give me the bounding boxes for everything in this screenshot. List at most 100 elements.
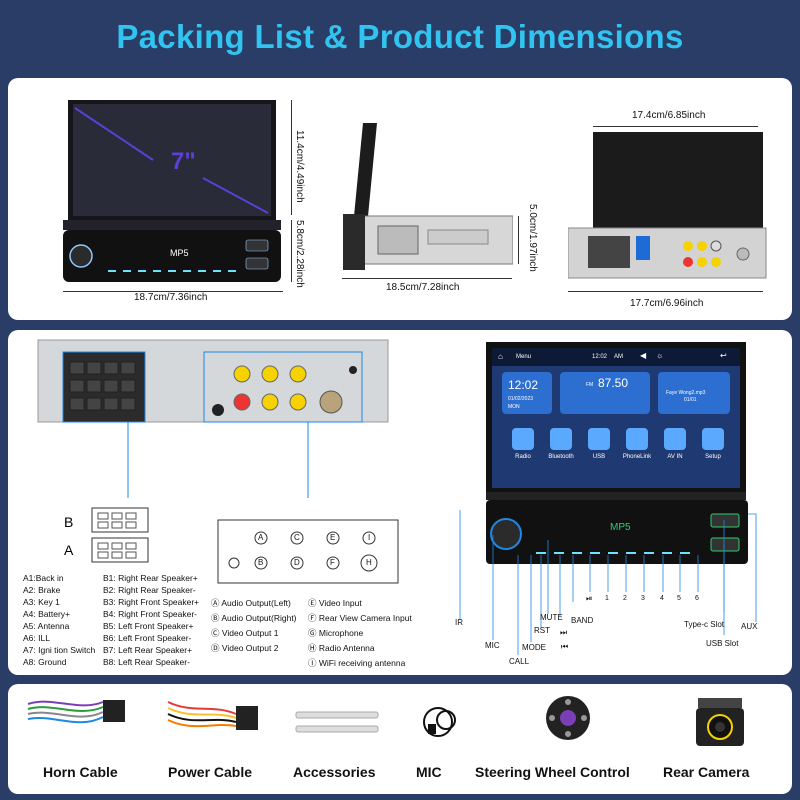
back-icon[interactable]: ↩ <box>720 351 727 360</box>
app-bluetooth[interactable]: Bluetooth <box>548 454 574 460</box>
front-body-line <box>291 220 292 282</box>
play-pause-icon[interactable]: ⏯ <box>586 594 593 603</box>
callout-band: BAND <box>571 616 594 625</box>
pin-b8: B8: Left Rear Speaker- <box>103 657 190 667</box>
pin-b7: B7: Left Rear Speaker+ <box>103 645 193 655</box>
mounting-keys-icon <box>295 711 379 733</box>
legend-f: Ⓕ Rear View Camera Input <box>308 613 412 623</box>
app-av-in[interactable]: AV IN <box>667 454 683 460</box>
pin-b3: B3: Right Front Speaker+ <box>103 597 200 607</box>
track-display: 01/01 <box>684 397 697 403</box>
port-symbol-c: C <box>294 533 300 542</box>
callout-mute: MUTE <box>540 613 563 622</box>
pins-b-list: B1: Right Rear Speaker+ B2: Right Rear S… <box>103 572 199 668</box>
port-symbol-b: B <box>258 558 264 567</box>
app-phonelink[interactable]: PhoneLink <box>622 454 652 460</box>
side-height: 5.0cm/1.97inch <box>527 204 538 272</box>
app-radio[interactable]: Radio <box>515 454 531 460</box>
power-cable-icon <box>167 701 258 730</box>
brightness-icon[interactable]: ☼ <box>656 351 664 360</box>
front-height-line <box>291 100 292 215</box>
menu-label[interactable]: Menu <box>516 354 532 360</box>
callout-rst: RST <box>534 626 550 635</box>
frequency-display: 87.50 <box>598 376 629 390</box>
port-symbol-e: E <box>330 533 336 542</box>
port-symbol-i: I <box>368 533 371 542</box>
callout-ir: IR <box>455 618 463 627</box>
pin-b1: B1: Right Rear Speaker+ <box>103 573 198 583</box>
legend-g: Ⓖ Microphone <box>308 628 364 638</box>
port-symbol-d: D <box>294 558 300 567</box>
clock-display: 12:02 <box>508 378 539 392</box>
volume-icon[interactable]: ◀ <box>640 351 647 360</box>
legend-i: Ⓘ WiFi receiving antenna <box>308 658 406 668</box>
dimensions-panel: 7" MP5 11.4cm/4.49inch 5.8cm/2.28inch 18… <box>8 78 792 320</box>
side-depth: 18.5cm/7.28inch <box>386 282 460 293</box>
port-legend-left: Ⓐ Audio Output(Left) Ⓑ Audio Output(Righ… <box>211 596 297 656</box>
back-bottom-width: 17.7cm/6.96inch <box>630 298 704 309</box>
next-track-icon[interactable]: ⏭ <box>560 628 568 637</box>
legend-b: Ⓑ Audio Output(Right) <box>211 613 297 623</box>
unit-label: MP5 <box>170 248 189 258</box>
microphone-icon <box>423 707 456 737</box>
callout-num-6: 6 <box>695 595 699 602</box>
pin-a2: A2: Brake <box>23 585 61 595</box>
front-height-screen: 11.4cm/4.49inch <box>294 130 305 203</box>
front-height-body: 5.8cm/2.28inch <box>294 220 305 288</box>
accessory-horn-cable: Horn Cable <box>43 764 118 780</box>
accessory-rear-camera: Rear Camera <box>663 764 750 780</box>
song-display: Faye Wong2.mp3 <box>666 390 706 396</box>
horn-cable-icon <box>27 700 125 724</box>
callout-num-2: 2 <box>623 595 627 602</box>
legend-c: Ⓒ Video Output 1 <box>211 628 279 638</box>
legend-d: Ⓓ Video Output 2 <box>211 643 279 653</box>
callout-num-3: 3 <box>641 595 645 602</box>
accessory-steering-wheel-control: Steering Wheel Control <box>475 764 630 780</box>
status-time: 12:02 <box>592 354 608 360</box>
pin-a1: A1:Back in <box>23 573 64 583</box>
app-usb[interactable]: USB <box>592 454 606 460</box>
pins-a-list: A1:Back in A2: Brake A3: Key 1 A4: Batte… <box>23 572 95 668</box>
band-display: FM <box>586 382 594 388</box>
callout-num-5: 5 <box>677 595 681 602</box>
back-view <box>567 130 768 280</box>
port-symbol-h: H <box>366 558 372 567</box>
wiring-drawing <box>37 339 757 655</box>
faceplate-unit-label: MP5 <box>610 522 631 533</box>
side-view-drawing <box>343 123 514 270</box>
connector-row-a: A <box>64 542 74 558</box>
pin-a7: A7: Igni tion Switch <box>23 645 96 655</box>
side-height-line <box>518 216 519 264</box>
side-depth-line <box>342 278 512 279</box>
day-display: MON <box>508 404 520 410</box>
back-top-width: 17.4cm/6.85inch <box>632 110 706 121</box>
legend-e: Ⓔ Video Input <box>308 598 362 608</box>
wiring-panel: B A A1:Back in A2: Brake A3: Key 1 A4: B… <box>8 330 792 675</box>
prev-track-icon[interactable]: ⏮ <box>561 642 569 651</box>
screen-size-label: 7" <box>171 148 196 175</box>
app-setup[interactable]: Setup <box>705 454 721 460</box>
callout-aux: AUX <box>741 622 758 631</box>
pin-b6: B6: Left Front Speaker- <box>103 633 192 643</box>
accessory-accessories: Accessories <box>293 764 376 780</box>
home-icon[interactable]: ⌂ <box>498 352 503 361</box>
pin-a5: A5: Antenna <box>23 621 70 631</box>
back-bottom-width-line <box>568 291 763 292</box>
back-view-drawing <box>567 132 767 279</box>
front-view-drawing <box>63 100 281 282</box>
callout-mic: MIC <box>485 641 500 650</box>
callout-num-4: 4 <box>660 595 664 602</box>
accessories-drawing <box>27 696 744 746</box>
front-view: 7" MP5 <box>63 98 283 283</box>
pin-b5: B5: Left Front Speaker+ <box>103 621 194 631</box>
pin-b4: B4: Right Front Speaker- <box>103 609 198 619</box>
page-title: Packing List & Product Dimensions <box>116 18 684 55</box>
back-top-width-line <box>593 126 758 127</box>
status-ampm: AM <box>614 354 623 360</box>
port-symbol-a: A <box>258 533 264 542</box>
front-width: 18.7cm/7.36inch <box>134 292 208 303</box>
callout-usb: USB Slot <box>706 639 739 648</box>
side-view <box>333 118 514 278</box>
legend-a: Ⓐ Audio Output(Left) <box>211 598 291 608</box>
port-legend-right: Ⓔ Video Input Ⓕ Rear View Camera Input Ⓖ… <box>308 596 412 671</box>
